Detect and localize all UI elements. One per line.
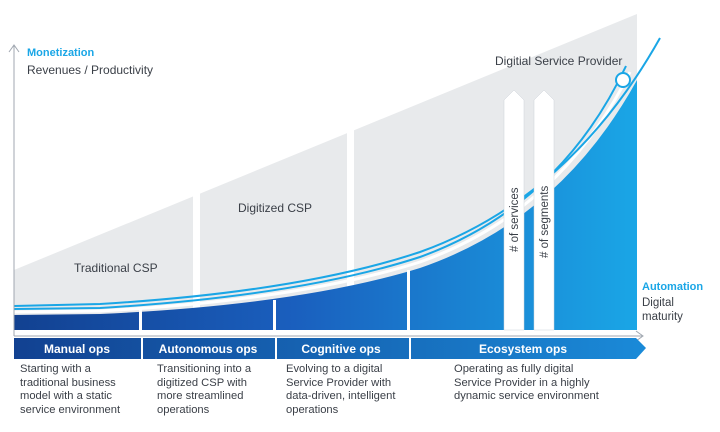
x-axis-title: Automation (642, 281, 704, 293)
curve-line-blue (13, 65, 627, 310)
description-line: Service Provider with (286, 376, 392, 389)
phase-bar-divider (275, 338, 277, 359)
endpoint-marker (615, 72, 631, 88)
phase-bar (14, 338, 646, 359)
phase-label-cognitive: Cognitive ops (301, 342, 381, 356)
x-axis-subtitle-line: Digital (642, 297, 674, 309)
phase-description-cognitive: Evolving to a digital Service Provider w… (286, 363, 395, 418)
stage-label-digital-provider: Digitial Service Provider (495, 54, 623, 68)
phase-divider (139, 308, 142, 330)
maturity-area (14, 80, 637, 330)
phase-label-manual: Manual ops (44, 342, 110, 356)
services-arrow (503, 89, 525, 331)
description-line: more streamlined (157, 390, 244, 403)
segments-arrow (533, 89, 555, 331)
description-line: dynamic service environment (454, 390, 599, 403)
phase-divider (273, 300, 276, 330)
phase-bar-divider (141, 338, 143, 359)
description-line: traditional business (20, 376, 116, 389)
description-line: Operating as fully digital (454, 363, 574, 375)
stage-label-digitized: Digitized CSP (238, 201, 313, 215)
phase-description-autonomous: Transitioning into a digitized CSP with … (157, 363, 251, 418)
description-line: Transitioning into a (157, 363, 252, 375)
services-arrow-label: # of services (509, 187, 521, 252)
x-axis-arrowhead (635, 330, 644, 342)
y-axis-arrowhead (8, 44, 20, 53)
stage-separator (193, 150, 200, 330)
description-line: data-driven, intelligent (286, 390, 396, 403)
stage-label-traditional: Traditional CSP (74, 261, 158, 275)
description-line: Starting with a (20, 363, 91, 375)
description-line: operations (157, 403, 210, 416)
phase-description-ecosystem: Operating as fully digital Service Provi… (454, 363, 599, 404)
x-axis-subtitle-line: maturity (642, 311, 683, 324)
phase-divider (407, 270, 410, 330)
description-line: service environment (20, 403, 121, 416)
y-axis-title: Monetization (27, 47, 95, 59)
segments-arrow-label: # of segments (539, 186, 551, 258)
description-line: model with a static (20, 390, 113, 403)
phase-bar-divider (409, 338, 411, 359)
curve-line-blue-top (13, 37, 661, 307)
y-axis-subtitle: Revenues / Productivity (27, 63, 154, 77)
curve-line-white (13, 71, 632, 314)
description-line: Evolving to a digital (286, 363, 383, 375)
phase-label-autonomous: Autonomous ops (159, 342, 258, 356)
x-axis-subtitle: Digital maturity (642, 296, 683, 325)
description-line: operations (286, 403, 339, 416)
description-line: Service Provider in a highly (454, 376, 590, 389)
description-line: digitized CSP with (157, 376, 247, 389)
phase-label-ecosystem: Ecosystem ops (479, 342, 567, 356)
stage-separator (347, 120, 354, 330)
phase-description-manual: Starting with a traditional business mod… (20, 363, 120, 418)
